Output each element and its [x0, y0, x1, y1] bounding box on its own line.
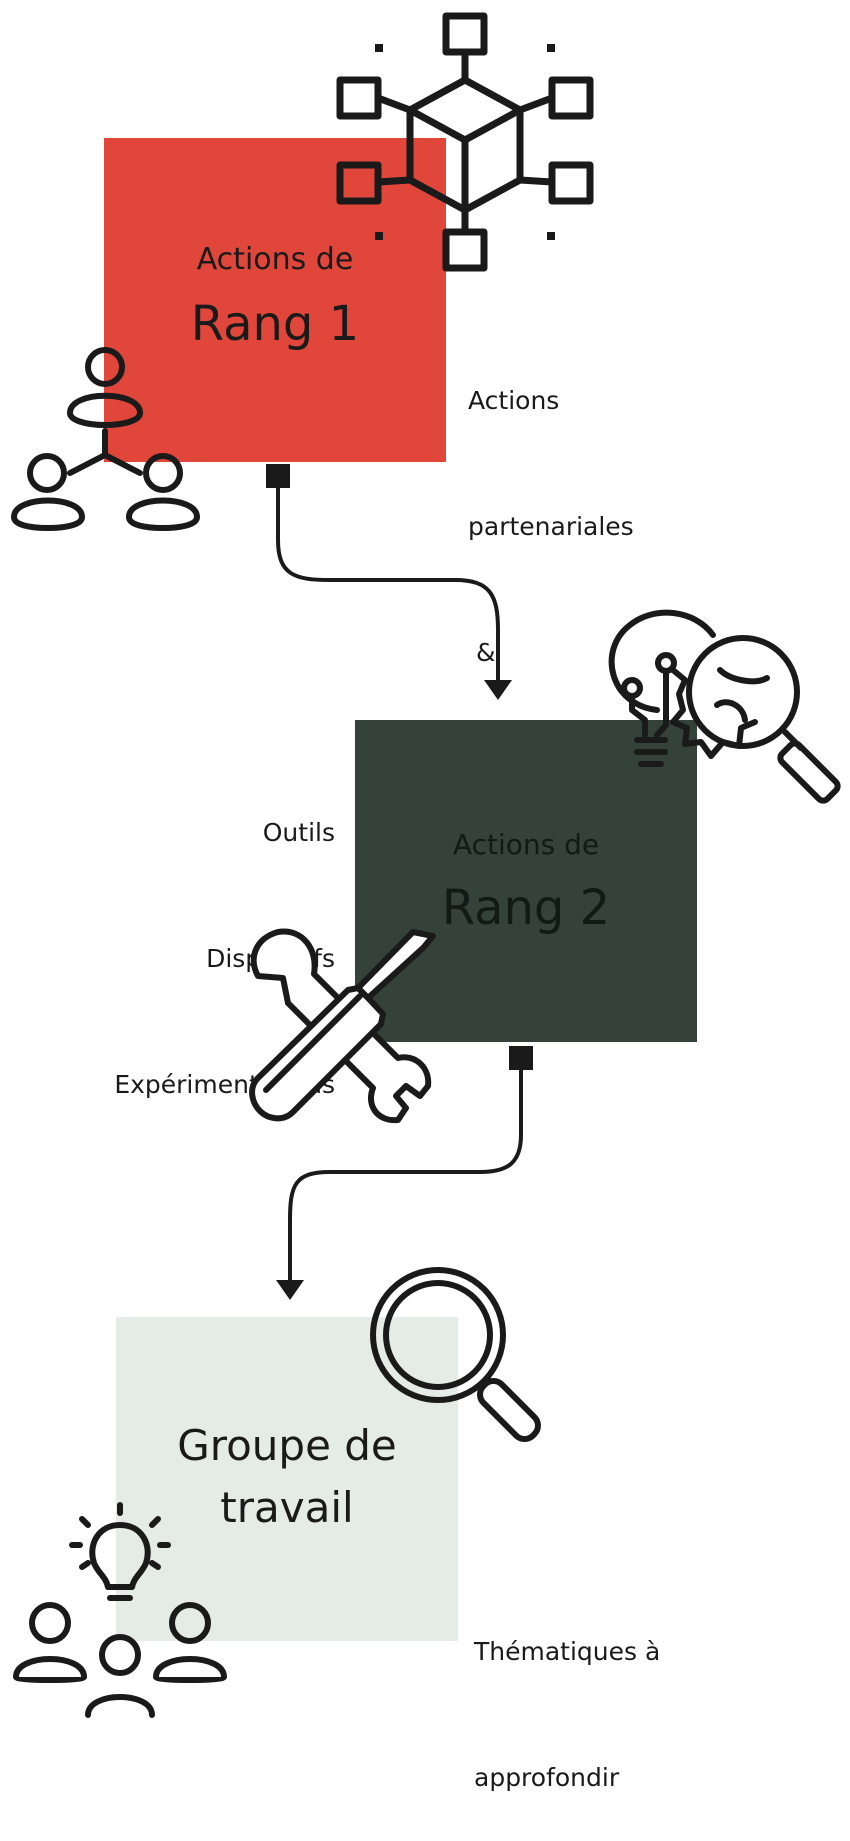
rank2-title-line1: Actions de: [452, 828, 600, 861]
rank1-title-line2: Rang 1: [190, 296, 360, 352]
team-idea-icon: [10, 1505, 230, 1717]
rank1-box: Actions de Rang 1: [104, 138, 446, 462]
group-title-line2: travail: [220, 1483, 354, 1532]
arrow-head: [484, 680, 512, 700]
group-title-line1: Groupe de: [177, 1421, 397, 1470]
network-cube-icon: [330, 10, 600, 270]
description-line: &: [468, 638, 496, 667]
connector-rank1-to-rank2: [266, 464, 512, 700]
description-line: Thématiques à: [474, 1637, 661, 1666]
connector-line: [290, 1070, 521, 1280]
idea-gear-search-icon: [595, 610, 850, 830]
magnifier-icon: [368, 1265, 553, 1445]
arrow-head: [276, 1280, 304, 1300]
description-line: Outils: [262, 818, 335, 847]
rank2-box: Actions de Rang 2: [355, 720, 697, 1042]
group-description: Thématiques à approfondir: [474, 1547, 660, 1841]
description-line: partenariales: [468, 512, 634, 541]
team-network-icon: [10, 345, 200, 530]
tools-icon: [248, 928, 443, 1123]
connector-start-square: [509, 1046, 533, 1070]
connector-rank2-to-group: [276, 1046, 533, 1300]
rank2-title-line2: Rang 2: [441, 880, 611, 936]
rank1-title-line1: Actions de: [196, 242, 354, 277]
connector-start-square: [266, 464, 290, 488]
description-line: approfondir: [474, 1763, 620, 1792]
connector-line: [278, 488, 498, 680]
description-line: Actions: [468, 386, 560, 415]
